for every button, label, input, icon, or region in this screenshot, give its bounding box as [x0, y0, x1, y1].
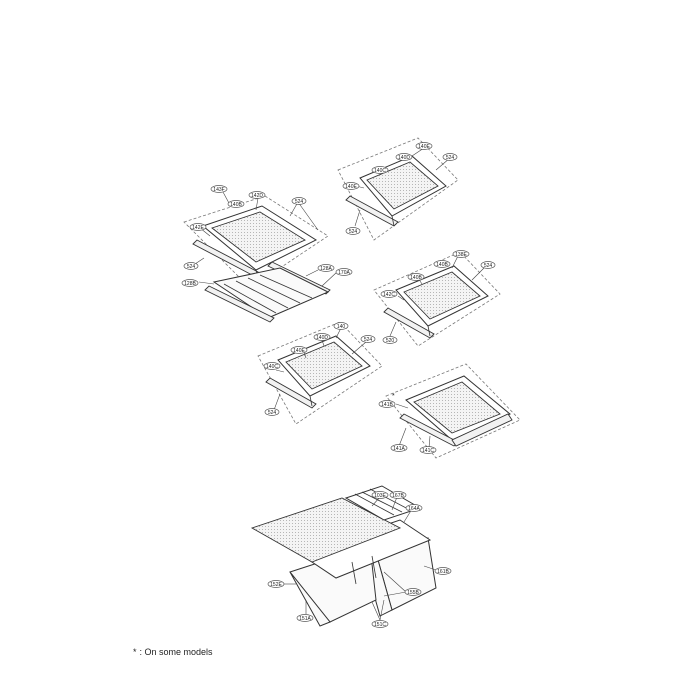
callout-label: 140D	[316, 335, 328, 341]
dashed-group-outline	[337, 137, 459, 241]
callout-label: 170A	[338, 270, 350, 276]
crisper-bin-left-front	[289, 571, 331, 627]
callout-label: 140C	[266, 364, 278, 370]
callouts-middle-right-shelf: 138E 140B 524 140B 142C 520	[380, 250, 496, 344]
callout-label: 140	[337, 324, 346, 330]
shelf-upper-left	[183, 191, 331, 295]
drawer-rail	[204, 285, 275, 323]
callout-label: 142D	[251, 193, 263, 199]
callout-label: 167B	[392, 493, 404, 499]
callout-label: 140E	[293, 348, 305, 354]
shelf-rail	[192, 239, 259, 277]
dashed-group-outline	[373, 251, 501, 347]
bottom-crisper-assembly	[250, 485, 437, 627]
callout-label: 141B	[381, 402, 393, 408]
callouts-upper-left-shelf: 143F 142D 140B 524 142E 524 128A 170A 12…	[181, 185, 353, 287]
callout-label: 524	[349, 229, 358, 235]
footnote: *: On some models	[133, 647, 216, 657]
callout-label: 524	[484, 263, 493, 269]
glass-panel	[285, 341, 363, 390]
callouts-lower-center-shelf: 140 140D 524 140E 140C 524	[263, 322, 376, 416]
callout-label: 141C	[422, 448, 434, 454]
callout-label: 520	[386, 338, 395, 344]
callout-label: 524	[446, 155, 455, 161]
crisper-drawer	[191, 257, 338, 323]
callout-label: 164A	[408, 506, 420, 512]
callout-label: 143F	[213, 187, 224, 193]
callout-label: 140B	[410, 275, 422, 281]
callout-label: 128B	[184, 281, 196, 287]
dashed-group-outline	[385, 363, 521, 459]
glass-panel	[403, 271, 481, 320]
callout-label: 524	[187, 264, 196, 270]
callout-label: 161B	[437, 569, 449, 575]
glass-panel	[211, 211, 306, 263]
shelf-rail	[383, 307, 435, 339]
crisper-cover-glass	[250, 497, 402, 563]
callout-label: 524	[364, 337, 373, 343]
callout-label: 524	[268, 410, 277, 416]
callout-label: 138E	[455, 252, 467, 258]
callout-label: 140D	[398, 155, 410, 161]
callout-label: 140C	[374, 168, 386, 174]
callout-label: 140B	[436, 262, 448, 268]
footnote-marker: *	[133, 647, 137, 657]
callout-label: 142E	[192, 225, 204, 231]
optional-part-marker: *	[392, 393, 395, 400]
callout-label: 140E	[418, 144, 430, 150]
callout-label: 151C	[374, 622, 386, 628]
callout-label: 103E	[374, 493, 386, 499]
glass-panel	[366, 161, 439, 210]
callout-label: 142C	[383, 292, 395, 298]
callout-label: 141A	[393, 446, 405, 452]
callout-label: 128A	[320, 266, 332, 272]
callout-label: 524	[295, 199, 304, 205]
callout-label: 140B	[230, 202, 242, 208]
shelf-rail	[451, 413, 513, 447]
callout-label: 140E	[345, 184, 357, 190]
shelf-lower-right	[385, 363, 521, 459]
callouts-bottom-assembly: 103E 167B 164A 161B 152E 155B 151A 151C	[267, 491, 452, 628]
callouts-lower-right-shelf: 141B 141A 141C	[378, 400, 437, 454]
shelf-rail	[265, 377, 317, 409]
callout-label: 152E	[270, 582, 282, 588]
glass-panel	[413, 381, 501, 434]
callout-label: 155B	[407, 590, 419, 596]
callouts-top-right-shelf: 140E 140D 524 140C 140E 524	[342, 142, 458, 235]
shelf-rail	[345, 195, 399, 227]
shelf-edge	[391, 215, 395, 227]
footnote-text: : On some models	[139, 647, 213, 657]
callout-label: 151A	[299, 616, 311, 622]
shelf-middle-right	[373, 251, 501, 347]
